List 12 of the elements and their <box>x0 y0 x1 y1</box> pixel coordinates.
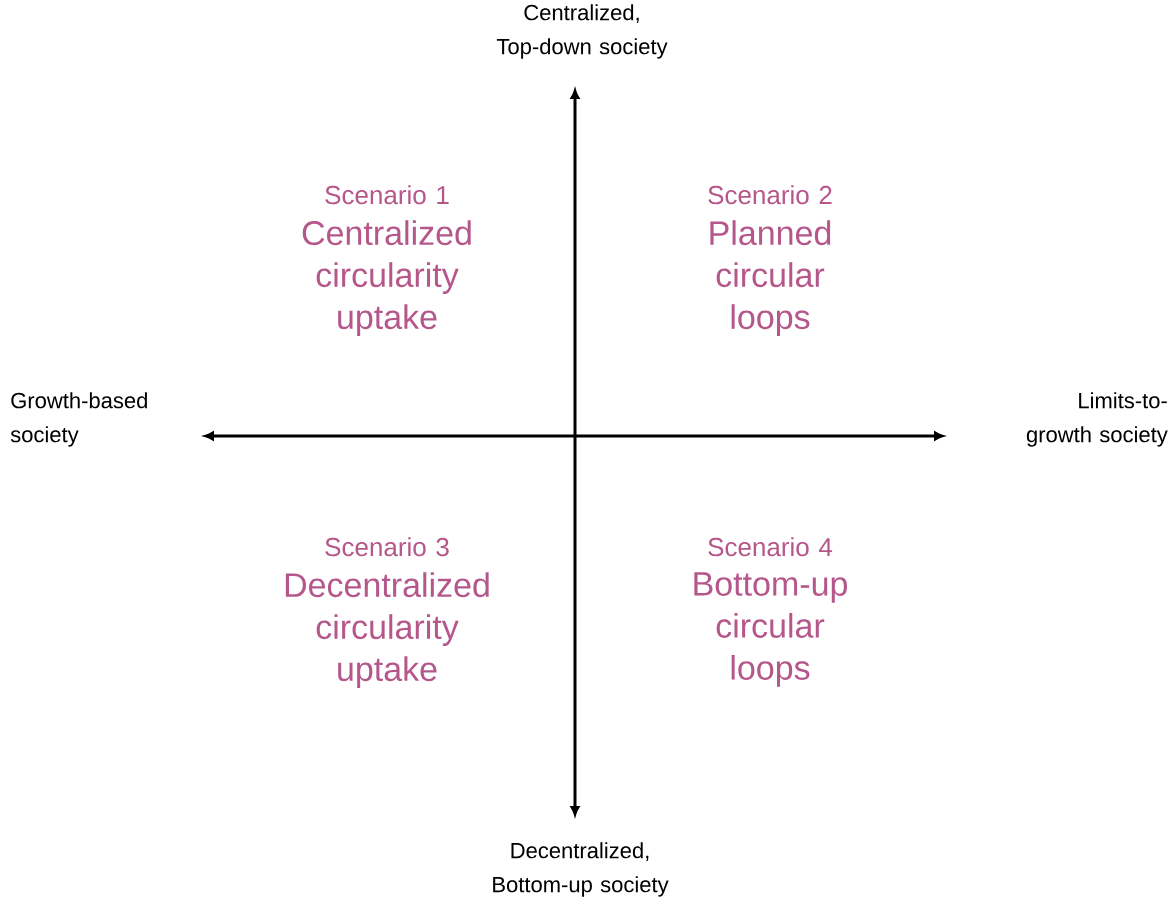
scenario-label: Scenario 1 <box>325 185 449 205</box>
axis-label: Centralized, Top-down society <box>496 4 668 59</box>
scenario-label: Scenario 2 <box>708 185 832 205</box>
scenario-label: Scenario 3 <box>325 537 449 557</box>
scenario-title: Bottom-up circular loops <box>694 572 847 687</box>
axis-label: Growth-based society <box>10 392 147 447</box>
scenario-title: Centralized circularity uptake <box>302 220 471 336</box>
axis-label: Decentralized, Bottom-up society <box>493 842 669 897</box>
axis-label: Limits-to-growth society <box>1026 392 1168 447</box>
scenario-title: Planned circular loops <box>710 220 831 336</box>
scenario-title: Decentralized circularity uptake <box>285 572 489 688</box>
scenario-label: Scenario 4 <box>708 537 833 557</box>
